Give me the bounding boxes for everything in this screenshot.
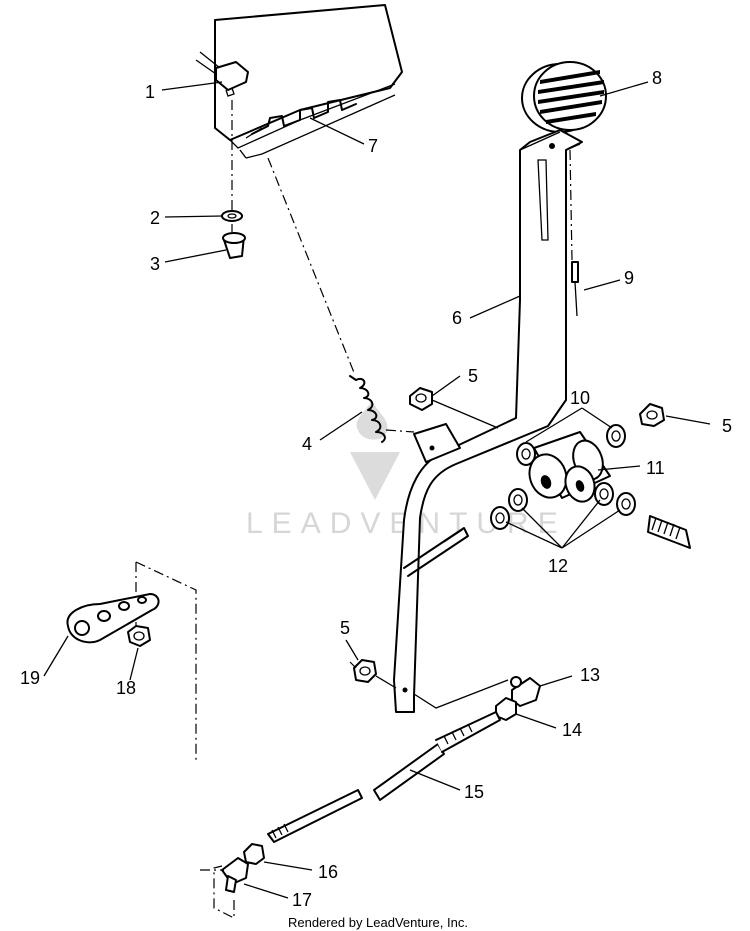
callout-11: 11 xyxy=(646,458,665,478)
callout-17: 17 xyxy=(292,890,312,910)
callout-5c: 5 xyxy=(340,618,350,638)
washer-set-upper xyxy=(516,424,626,466)
leader-lines xyxy=(43,81,711,899)
callout-10: 10 xyxy=(570,388,590,408)
callout-18: 18 xyxy=(116,678,136,698)
callout-7: 7 xyxy=(368,136,378,156)
linkage-line xyxy=(413,679,509,709)
pedal-pad xyxy=(521,61,607,133)
switch xyxy=(195,51,249,97)
brake-rod xyxy=(267,711,501,843)
callout-15: 15 xyxy=(464,782,484,802)
nut-lower xyxy=(349,659,397,689)
spring-tab xyxy=(413,423,461,463)
callout-12: 12 xyxy=(548,556,568,576)
footer-credit: Rendered by LeadVenture, Inc. xyxy=(288,915,468,930)
callout-14: 14 xyxy=(562,720,582,740)
callout-13: 13 xyxy=(580,665,600,685)
spring xyxy=(349,375,386,443)
callout-5b: 5 xyxy=(722,416,732,436)
callout-6: 6 xyxy=(452,308,462,328)
callout-19: 19 xyxy=(20,668,40,688)
callouts: 1 2 3 4 5 5 5 6 7 8 9 10 11 12 13 14 15 … xyxy=(20,68,732,910)
mounting-panel xyxy=(214,4,403,159)
callout-16: 16 xyxy=(318,862,338,882)
callout-1: 1 xyxy=(145,82,155,102)
washer xyxy=(221,210,243,222)
detent-bracket xyxy=(245,99,357,139)
dashed-connector xyxy=(135,561,235,919)
pivot-shaft xyxy=(403,527,469,577)
threaded-bolt xyxy=(647,515,691,549)
rod-end-lower xyxy=(221,857,249,893)
callout-9: 9 xyxy=(624,268,634,288)
jam-nut-lower xyxy=(243,843,265,865)
callout-2: 2 xyxy=(150,208,160,228)
linkage-plate xyxy=(66,593,160,644)
pin xyxy=(569,149,579,317)
nut-18 xyxy=(127,625,151,647)
nut-right xyxy=(639,403,665,427)
nut-upper xyxy=(409,387,499,429)
bumper xyxy=(222,232,246,259)
callout-4: 4 xyxy=(302,434,312,454)
callout-8: 8 xyxy=(652,68,662,88)
callout-3: 3 xyxy=(150,254,160,274)
brake-pedal-arm xyxy=(393,129,583,713)
pivot-tube xyxy=(528,431,611,503)
callout-5a: 5 xyxy=(468,366,478,386)
washer-set-lower xyxy=(490,482,636,530)
